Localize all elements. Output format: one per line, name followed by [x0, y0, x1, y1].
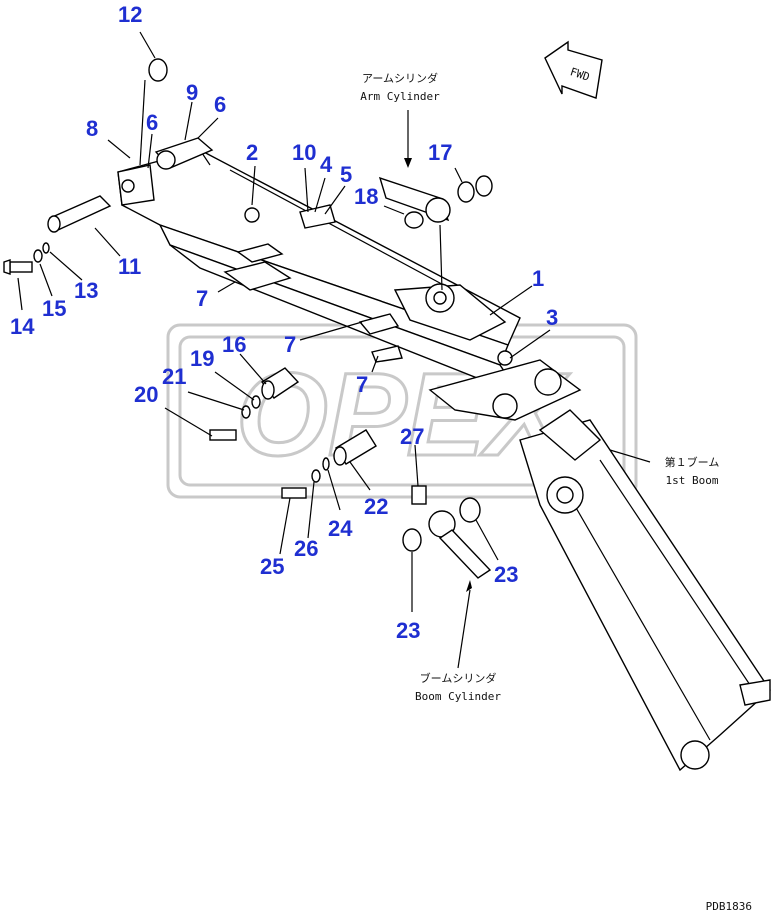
- callout-number: 26: [294, 536, 318, 561]
- callout-number: 23: [494, 562, 518, 587]
- arm-cylinder-label-jp: アームシリンダ: [362, 71, 438, 85]
- washer-19: [251, 395, 261, 409]
- fwd-label: FWD: [568, 65, 591, 84]
- callout-number: 11: [118, 254, 141, 279]
- callout-number: 10: [292, 140, 316, 165]
- callout-number: 4: [320, 152, 333, 177]
- washer-24: [322, 457, 330, 471]
- fwd-arrow-icon: FWD: [544, 40, 603, 99]
- first-boom-label-jp: 第１ブーム: [665, 455, 720, 469]
- bolt-20: [209, 429, 237, 441]
- arm-cylinder-label-en: Arm Cylinder: [360, 90, 440, 103]
- callout-number: 18: [354, 184, 378, 209]
- callout-number: 14: [10, 314, 35, 339]
- callout-number: 17: [428, 140, 452, 165]
- washer-15: [33, 249, 43, 263]
- callout-number: 9: [186, 80, 198, 105]
- boom-cylinder-label-en: Boom Cylinder: [415, 690, 501, 703]
- callout-number: 5: [340, 162, 352, 187]
- callouts: 12 9 6 8 6 2 10 4 5 17 18 1 3 11 13 14 1…: [10, 2, 558, 643]
- first-boom: [519, 409, 771, 772]
- callout-number: 25: [260, 554, 284, 579]
- bolt-25: [281, 487, 307, 499]
- callout-number: 8: [86, 116, 98, 141]
- washer-17b: [475, 175, 493, 197]
- callout-number: 21: [162, 364, 186, 389]
- first-boom-label-en: 1st Boom: [666, 474, 719, 487]
- callout-number: 6: [214, 92, 226, 117]
- arm-assembly: [117, 137, 582, 421]
- callout-number: 13: [74, 278, 98, 303]
- callout-number: 7: [196, 286, 208, 311]
- arm-cylinder-end: [378, 176, 451, 291]
- callout-number: 16: [222, 332, 246, 357]
- callout-number: 22: [364, 494, 388, 519]
- callout-number: 12: [118, 2, 142, 27]
- arrow-arm-cylinder-icon: [404, 158, 412, 168]
- leader-lines: [17, 31, 651, 669]
- boom-cylinder-end: [402, 497, 492, 579]
- callout-number: 23: [396, 618, 420, 643]
- callout-number: 3: [546, 305, 558, 330]
- callout-number: 24: [328, 516, 353, 541]
- boom-cylinder-label-jp: ブームシリンダ: [420, 671, 497, 685]
- callout-number: 20: [134, 382, 158, 407]
- callout-number: 27: [400, 424, 424, 449]
- callout-number: 7: [284, 332, 296, 357]
- arrow-boom-cylinder-icon: [466, 580, 472, 592]
- pin-16: [260, 367, 300, 400]
- callout-number: 2: [246, 140, 258, 165]
- washer-21: [241, 405, 251, 419]
- fitting-27: [411, 485, 427, 505]
- washer-17a: [457, 181, 475, 203]
- drawing-code: PDB1836: [706, 900, 752, 913]
- callout-number: 15: [42, 296, 66, 321]
- washer-13: [42, 242, 50, 254]
- washer-18: [404, 211, 424, 229]
- pin-11: [47, 195, 112, 233]
- callout-number: 6: [146, 110, 158, 135]
- washer-26: [311, 469, 321, 483]
- callout-number: 1: [532, 266, 544, 291]
- washer-12: [148, 58, 168, 82]
- callout-number: 19: [190, 346, 214, 371]
- pin-22: [333, 429, 377, 466]
- bolt-14: [3, 259, 33, 275]
- callout-number: 7: [356, 372, 368, 397]
